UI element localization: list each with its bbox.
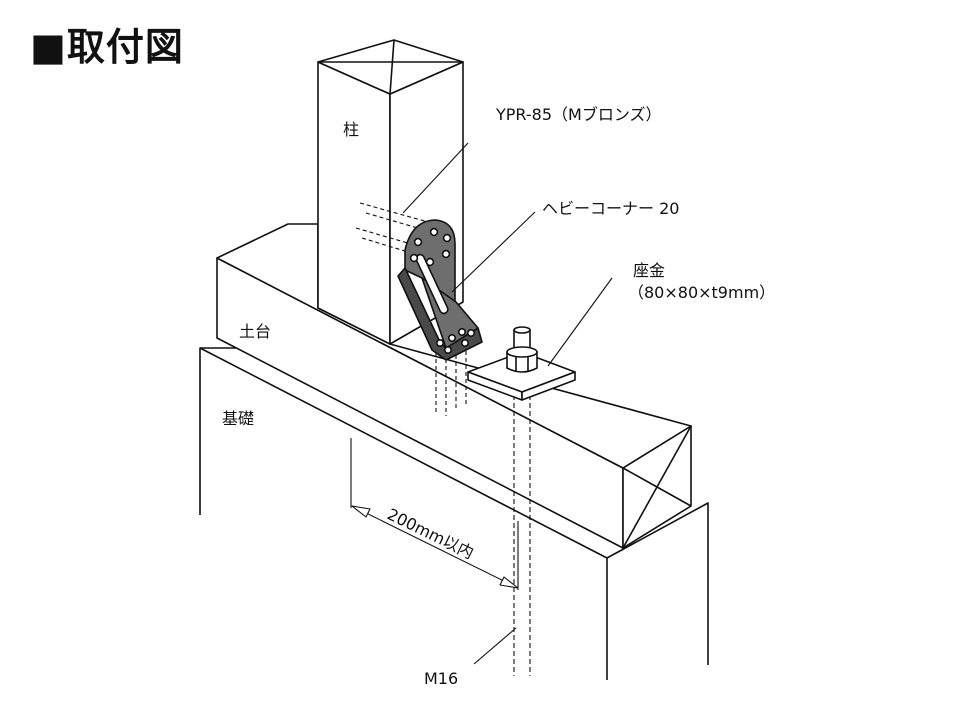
dimension-200mm: [350, 438, 519, 590]
page-title: ■取付図: [30, 25, 184, 69]
label-bolt: M16: [424, 669, 458, 688]
screw-lines-sill: [435, 344, 467, 416]
label-pillar: 柱: [343, 120, 359, 139]
label-product: YPR-85（Mブロンズ）: [495, 105, 662, 124]
label-sill: 土台: [239, 322, 271, 341]
label-corner: ヘビーコーナー 20: [542, 199, 679, 218]
label-washer-size: （80×80×t9mm）: [628, 283, 775, 302]
screw-lines-pillar: [355, 202, 429, 256]
label-washer-name: 座金: [633, 261, 665, 280]
label-foundation: 基礎: [222, 409, 254, 428]
sill-beam: [216, 223, 692, 549]
anchor-bolt-nut: [506, 326, 538, 373]
leader-lines: [402, 142, 613, 665]
heavy-corner-bracket: [397, 219, 483, 361]
